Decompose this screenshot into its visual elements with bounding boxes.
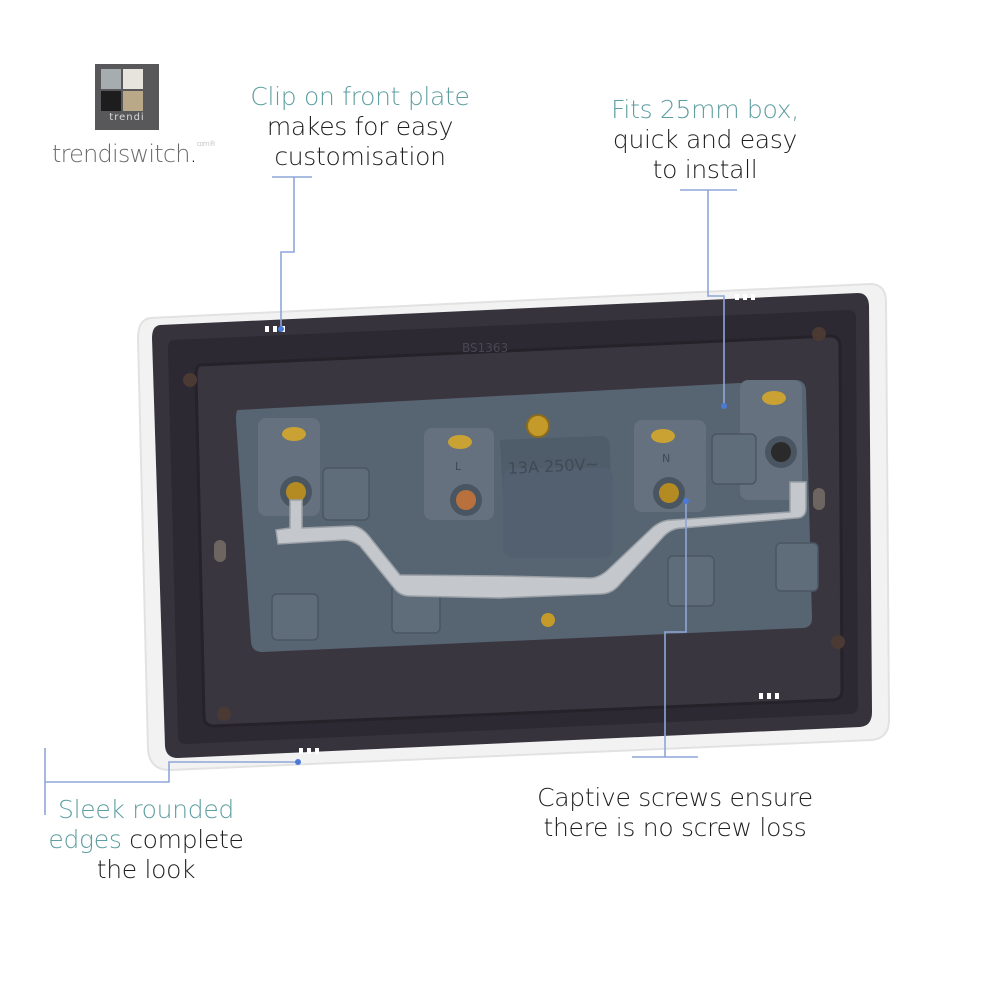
callout-highlight: Fits 25mm box, <box>611 95 799 124</box>
logo-tile-grey <box>101 69 121 89</box>
callout-line: complete <box>121 825 244 854</box>
leader-lines <box>44 176 737 815</box>
mounting-hole-tr <box>812 327 826 341</box>
earth-strap <box>275 481 807 599</box>
callout-line: makes for easy <box>266 112 454 141</box>
callout-line: Captive screws ensure <box>537 783 813 812</box>
bottom-screw <box>541 613 555 627</box>
callout-captive-screws: Captive screws ensure there is no screw … <box>520 783 830 843</box>
callout-line: customisation <box>274 142 446 171</box>
slot-right <box>813 488 825 510</box>
terminal-holes <box>280 436 797 516</box>
callout-line: the look <box>96 855 196 884</box>
callout-highlight: edges <box>48 825 122 854</box>
slot-left <box>214 540 226 562</box>
brand-dot: . <box>189 140 198 168</box>
terminal-live-label: L <box>455 460 462 473</box>
brand-name: trendiswitch.com® <box>52 140 217 168</box>
terminal-screws-top <box>282 391 786 627</box>
brand-logo: trendi <box>95 64 159 130</box>
mounting-hole-br <box>831 635 845 649</box>
standard-marking: BS1363 <box>462 341 508 355</box>
callout-sleek-rounded-edges: Sleek rounded edges complete the look <box>30 795 262 885</box>
callout-line: quick and easy <box>612 125 798 154</box>
centre-cover <box>503 468 613 558</box>
centre-screw <box>526 414 550 438</box>
mounting-hole-tl <box>183 373 197 387</box>
logo-tile-white <box>123 69 143 89</box>
brand-name-text: trendiswitch <box>52 140 190 168</box>
callout-fits-25mm-box: Fits 25mm box, quick and easy to install <box>590 95 820 185</box>
callout-line: there is no screw loss <box>543 813 807 842</box>
callout-line: to install <box>652 155 758 184</box>
logo-tile-gold <box>123 91 143 111</box>
brand-sup: com® <box>196 140 217 148</box>
callout-highlight: Sleek rounded <box>58 795 234 824</box>
socket-mechanism: 13A 250V~ L N <box>236 380 819 652</box>
callout-highlight: Clip on front plate <box>250 82 470 111</box>
logo-word: trendi <box>109 112 145 123</box>
logo-tile-black <box>101 91 121 111</box>
terminal-neutral-label: N <box>662 452 670 465</box>
mounting-hole-bl <box>217 707 231 721</box>
leader-dots <box>278 326 727 765</box>
callout-clip-on-front-plate: Clip on front plate makes for easy custo… <box>230 82 490 172</box>
rating-marking: 13A 250V~ <box>507 454 599 478</box>
